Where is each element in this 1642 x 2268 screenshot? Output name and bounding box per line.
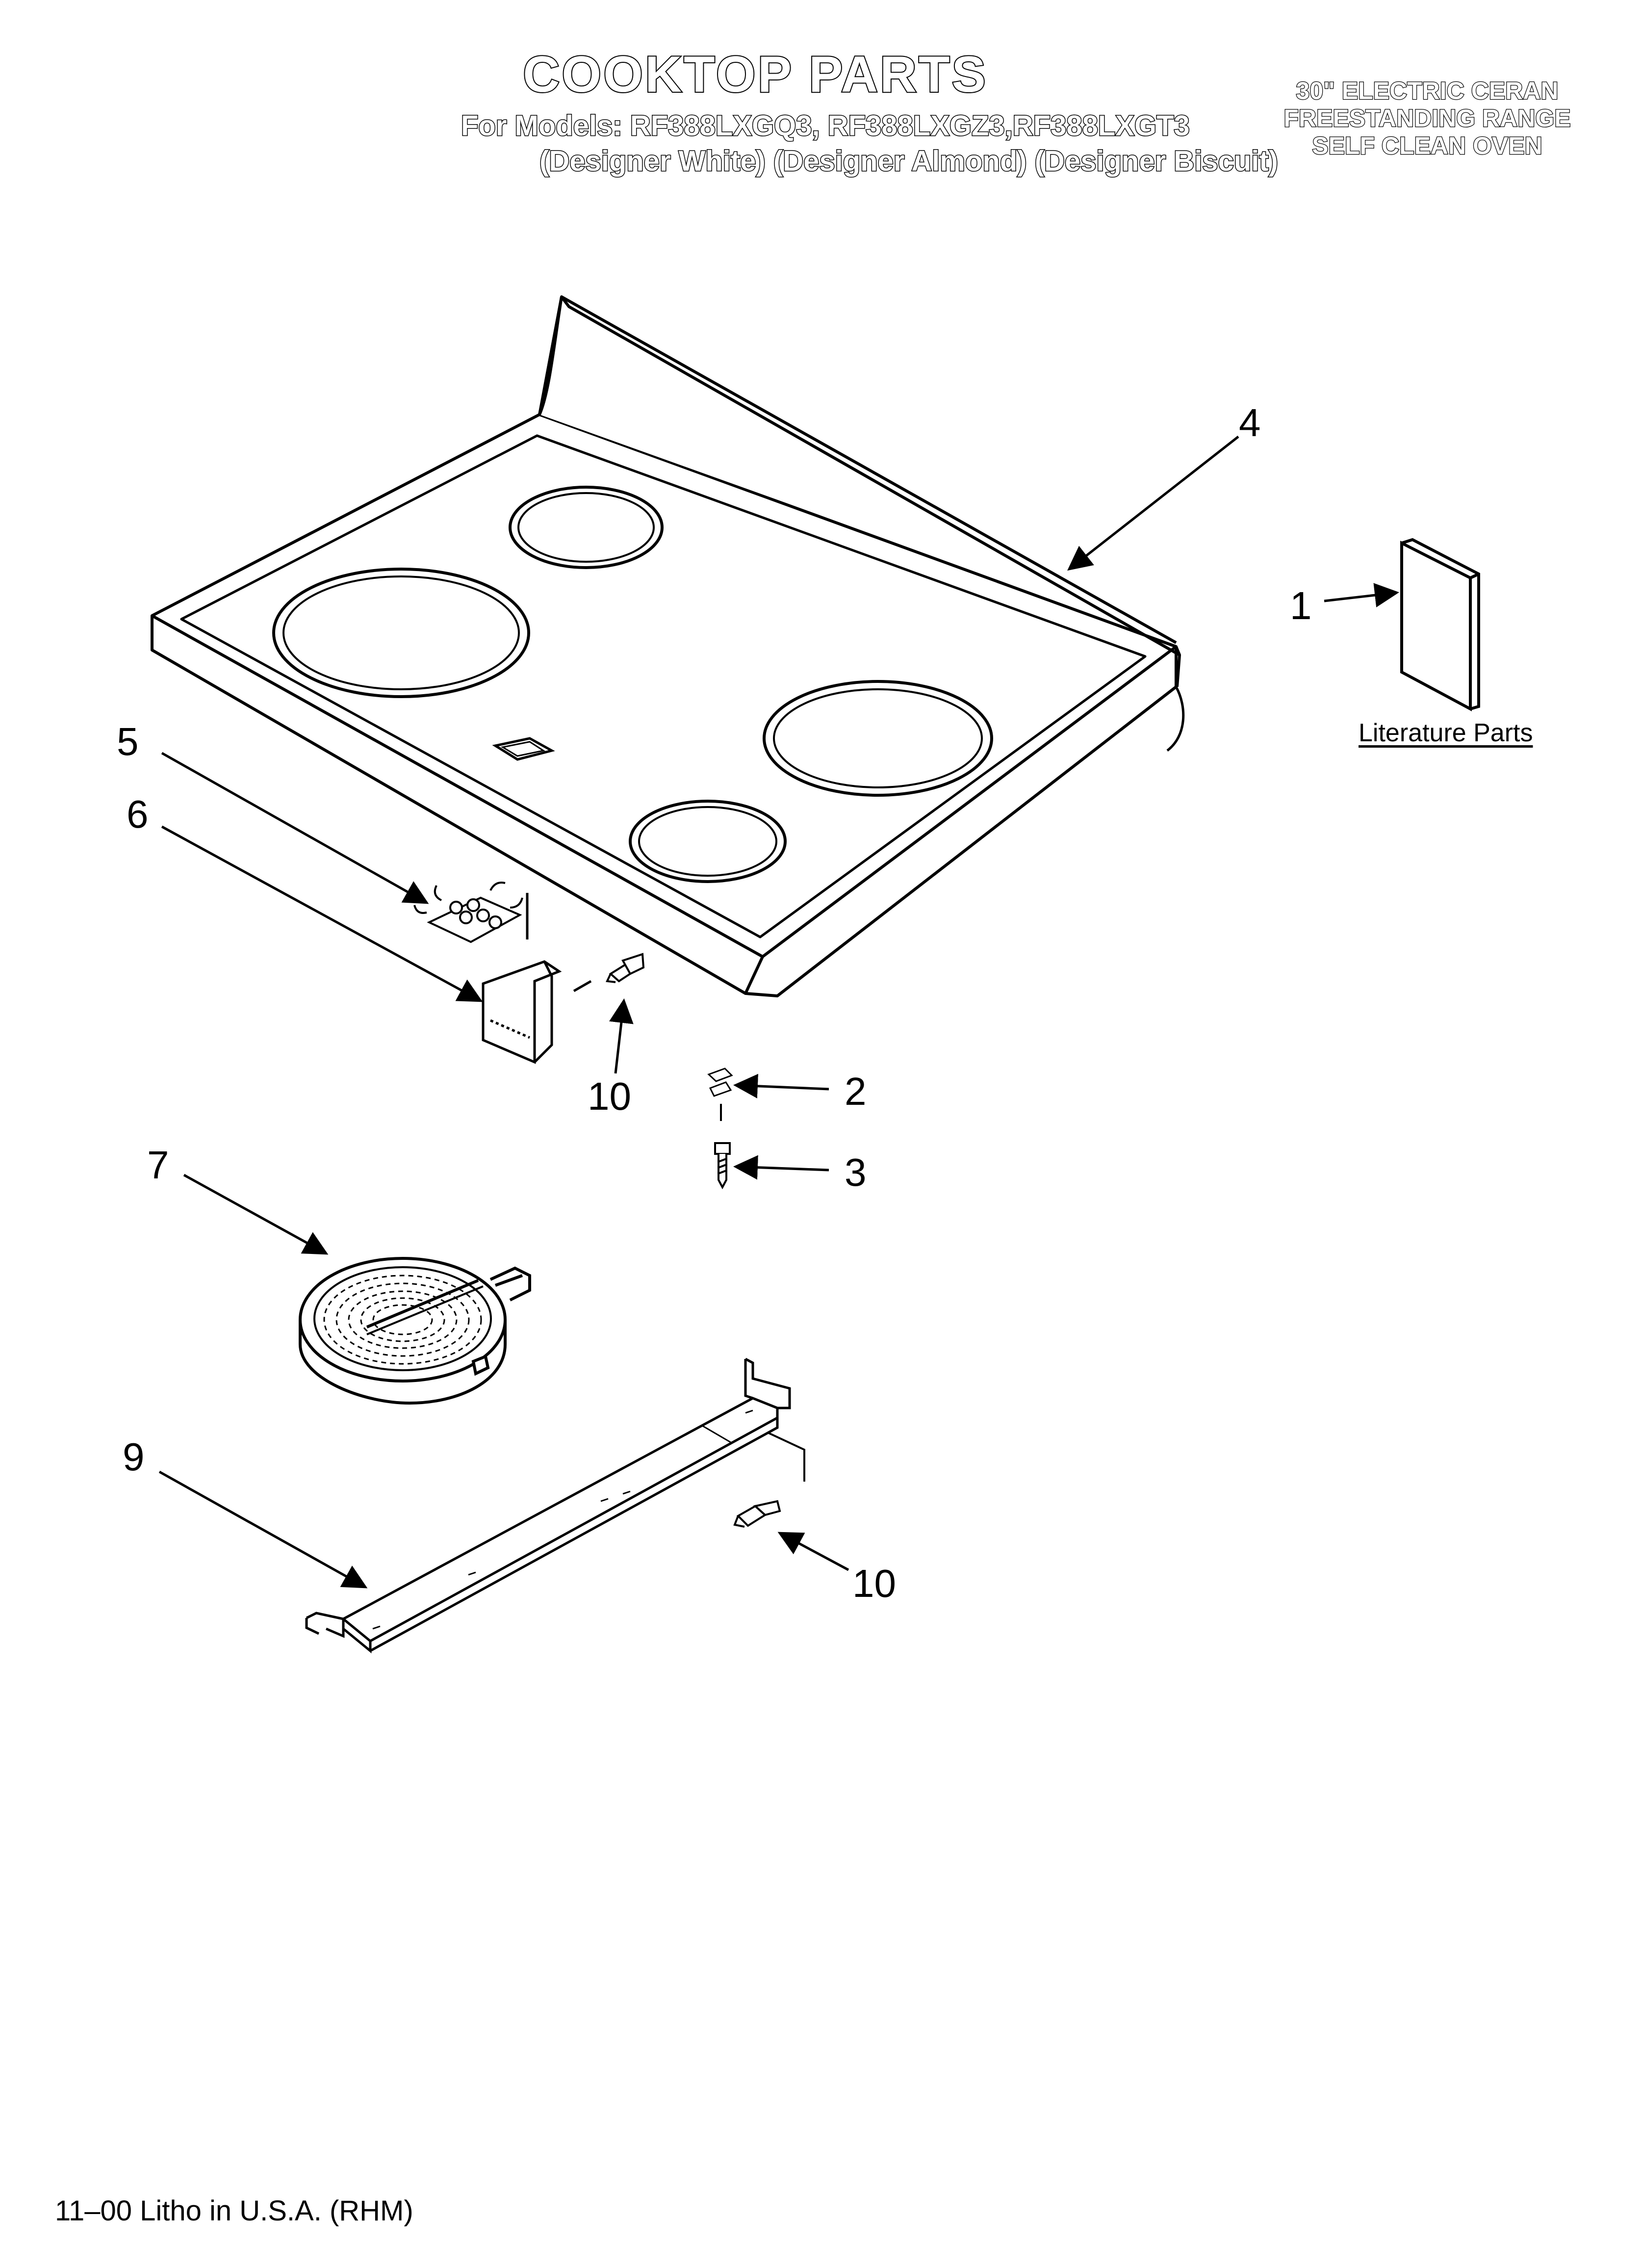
callout-3: 3	[845, 1150, 867, 1194]
leader-10-upper	[609, 998, 634, 1074]
element-support-bar	[305, 1357, 791, 1654]
page-title: COOKTOP PARTS	[522, 46, 988, 103]
assembly-line	[767, 1432, 805, 1482]
callout-10-upper: 10	[588, 1074, 631, 1118]
leader-6	[161, 825, 483, 1002]
element-coil-pattern	[323, 1275, 484, 1365]
literature-parts-booklet	[1400, 538, 1480, 712]
spec-line-1: 30" ELECTRIC CERAN	[1295, 77, 1559, 104]
spec-line-2: FREESTANDING RANGE	[1283, 104, 1571, 132]
leader-10-lower	[777, 1532, 849, 1571]
hot-surface-indicator	[492, 737, 555, 761]
cooktop-burner-rings	[272, 486, 993, 883]
infinite-switch	[413, 882, 529, 943]
screw-lower	[733, 1500, 781, 1528]
screw-upper	[606, 953, 645, 983]
cooktop-glass-top	[151, 295, 1185, 997]
leader-9	[158, 1470, 368, 1589]
leader-4	[1067, 436, 1239, 571]
callout-4: 4	[1239, 401, 1261, 444]
spec-line-3: SELF CLEAN OVEN	[1311, 132, 1543, 159]
leader-3	[733, 1155, 829, 1180]
callout-9: 9	[123, 1435, 145, 1479]
leader-7	[183, 1173, 329, 1255]
leader-5	[161, 752, 429, 904]
screw-3	[714, 1142, 731, 1190]
callout-2: 2	[845, 1069, 867, 1113]
callout-7: 7	[147, 1143, 169, 1187]
callout-1: 1	[1290, 584, 1312, 627]
switch-bracket	[482, 960, 562, 1064]
footer-print-info: 11–00 Litho in U.S.A. (RHM)	[55, 2195, 413, 2227]
leader-lines	[158, 436, 1399, 1589]
callout-5: 5	[117, 720, 139, 763]
radiant-surface-element	[299, 1257, 531, 1405]
leader-1	[1324, 583, 1399, 607]
assembly-line	[573, 980, 592, 992]
colors-line: (Designer White) (Designer Almond) (Desi…	[539, 145, 1279, 177]
callout-6: 6	[127, 792, 149, 836]
literature-parts-label: Literature Parts	[1359, 719, 1533, 747]
callout-10-lower: 10	[852, 1562, 896, 1605]
clip	[707, 1068, 733, 1121]
leader-2	[733, 1073, 829, 1098]
models-line: For Models: RF388LXGQ3, RF388LXGZ3,RF388…	[461, 110, 1191, 142]
